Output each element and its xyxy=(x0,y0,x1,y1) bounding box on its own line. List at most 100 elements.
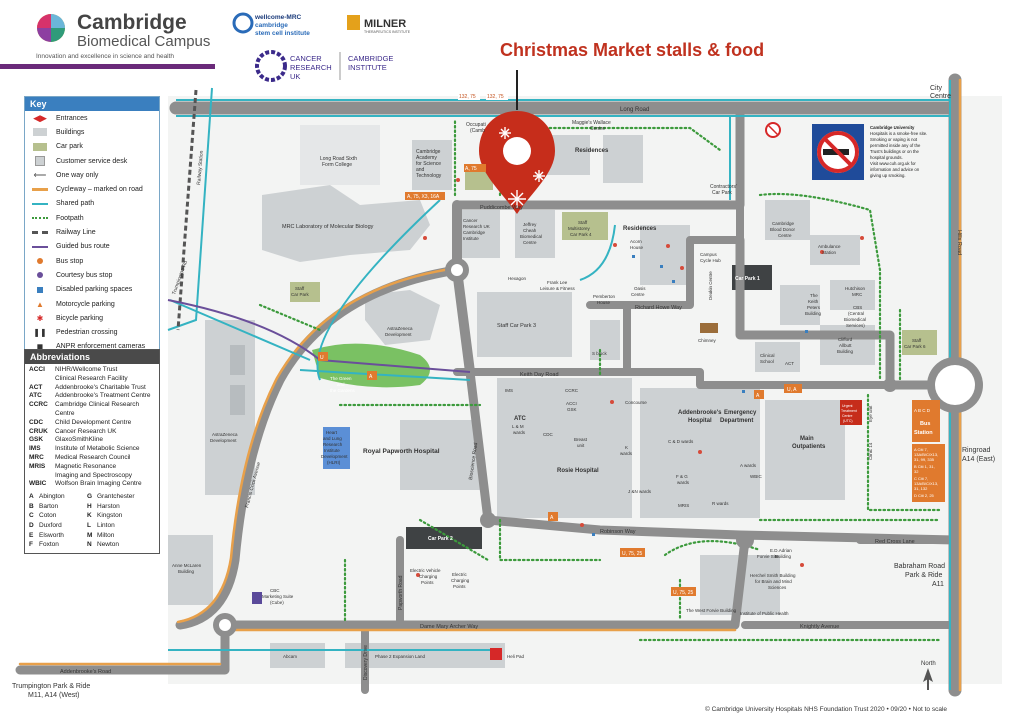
long-road-sixth-form xyxy=(300,125,380,185)
milner-name: MILNER xyxy=(364,18,406,30)
label-residences: Residences xyxy=(575,148,609,154)
destination-name: Abington xyxy=(39,493,65,501)
destination-letter: D xyxy=(29,521,34,529)
label-k-wards-2: wards xyxy=(620,451,633,456)
label-ringroad-2: A14 (East) xyxy=(962,456,995,463)
label-long-road-sixth-1: Long Road Sixth xyxy=(320,156,357,162)
label-keith-day-road: Keith Day Road xyxy=(520,372,559,378)
label-oasis-1: Oasis xyxy=(634,286,646,291)
label-jeffrey-1: Jeffrey xyxy=(523,222,537,227)
label-main-outpatients-1: Main xyxy=(800,436,814,442)
label-contractors-2: Car Park xyxy=(712,190,732,196)
label-red-cross-lane: Red Cross Lane xyxy=(875,539,915,545)
key-title: Key xyxy=(25,97,159,111)
bus-station-info xyxy=(912,444,945,502)
abbreviation-code: ACT xyxy=(29,383,43,391)
key-symbol-icon: ✱ xyxy=(36,313,44,323)
smoke-line-2: Hospitals is a smoke-free site. xyxy=(870,131,927,136)
key-symbol-icon: ❚❚ xyxy=(33,328,47,338)
disabled-parking-markers xyxy=(592,255,808,536)
key-symbol-icon xyxy=(29,242,51,252)
label-staff-cp6-2: Car Park 6 xyxy=(904,344,926,349)
label-lm-wards-2: wards xyxy=(513,430,526,435)
destination-name: Grantchester xyxy=(97,493,135,501)
north-label: North xyxy=(921,661,936,667)
campus-name-2: Biomedical Campus xyxy=(77,33,210,50)
footpath-layer xyxy=(258,118,942,642)
label-west-forvie: The West Forvie Building xyxy=(686,608,737,613)
label-heart-1: Heart xyxy=(326,430,338,435)
key-item: Cycleway – marked on road xyxy=(25,182,159,196)
cruk-name-1: CANCER xyxy=(290,54,322,63)
label-addenbrookes-1: Addenbrooke's xyxy=(678,410,722,416)
campus-tagline: Innovation and excellence in science and… xyxy=(36,53,174,60)
abbreviation-code: WBIC xyxy=(29,480,47,488)
key-symbol-icon xyxy=(29,156,51,167)
label-breast-2: unit xyxy=(577,443,585,448)
label-clifford-2: Allbutt xyxy=(839,343,852,348)
label-bus-info-2: 13A/B/C/X13, xyxy=(914,452,938,457)
destination-letter: N xyxy=(87,541,92,549)
bus-stop-a75: A, 75, X3, 16A xyxy=(407,194,440,200)
label-r-wards: R wards xyxy=(712,501,729,506)
label-addenbrookes-road: Addenbrooke's Road xyxy=(60,669,111,675)
label-ev-2: Charging xyxy=(419,574,438,579)
label-staff-car-park-2: Car Park xyxy=(291,292,310,297)
label-heart-4: Institute xyxy=(324,448,340,453)
label-clinical-2: School xyxy=(760,359,774,364)
label-heart-2: and Lung xyxy=(323,436,342,441)
key-label: Car park xyxy=(56,143,83,151)
car-park-2 xyxy=(406,527,482,549)
campus-name-1: Cambridge xyxy=(77,11,187,34)
abbreviation-code: CRUK xyxy=(29,427,48,435)
key-label: Cycleway – marked on road xyxy=(56,186,143,194)
label-puddicombe-way: Puddicombe Way xyxy=(480,205,523,211)
label-blood-2: Blood Donor xyxy=(770,227,796,232)
label-herchel-2: for Brain and Mind xyxy=(755,579,792,584)
key-label: Buildings xyxy=(56,128,85,136)
label-chimney: Chimney xyxy=(698,338,717,343)
label-emergency-1: Emergency xyxy=(724,410,757,416)
key-item: ❚❚ Pedestrian crossing xyxy=(25,325,159,339)
label-oasis-2: Centre xyxy=(631,292,645,297)
label-keith-peters-3: Peters xyxy=(807,305,821,310)
cruk-name-3: UK xyxy=(290,72,300,81)
abbreviation-code: MRIS xyxy=(29,462,46,470)
bus-stop-u: U xyxy=(320,355,324,361)
royal-papworth xyxy=(400,420,480,490)
label-a-wards: A wards xyxy=(740,463,757,468)
key-item: Buildings xyxy=(25,125,159,139)
label-ev-1: Electric Vehicle xyxy=(410,568,441,573)
wellcome-logo-icon xyxy=(232,12,254,34)
label-staff-cp6-1: Staff xyxy=(912,338,922,343)
label-babraham-3: A11 xyxy=(932,581,944,588)
abbreviation-text: Institute of Metabolic Science xyxy=(55,445,140,453)
label-breast-1: Breast xyxy=(574,437,588,442)
key-symbol-icon: ◀▶ xyxy=(33,112,47,123)
anne-mclaren-building xyxy=(168,535,213,605)
label-ev-3: Points xyxy=(421,580,434,585)
guided-bus-route xyxy=(167,299,471,373)
bus-stop-top-2: 132, 75 xyxy=(487,94,504,100)
label-rosie: Rosie Hospital xyxy=(557,468,599,474)
abbreviation-code: CCRC xyxy=(29,401,48,409)
label-cbc-1: CBC xyxy=(270,588,280,593)
label-jeffrey-2: Cheah xyxy=(523,228,537,233)
abbreviation-code: ACCI xyxy=(29,366,45,373)
key-item: ◼ANPR enforcement cameras xyxy=(25,340,159,354)
cbc-cube-icon xyxy=(252,592,262,604)
label-academy-3: for Science xyxy=(416,161,441,167)
label-occupational-1: Occupati xyxy=(466,122,486,128)
label-bus-info-3: 31, 99, 335 xyxy=(914,457,935,462)
roads-layer xyxy=(15,73,962,697)
key-symbol-icon: ◼ xyxy=(36,342,44,352)
label-academy-1: Cambridge xyxy=(416,149,441,155)
key-label: Pedestrian crossing xyxy=(56,329,118,337)
abbreviation-text: Clinical Research Facility xyxy=(55,374,128,382)
label-staff-mscp-3: Car Park 4 xyxy=(570,232,592,237)
abbreviation-code xyxy=(29,375,55,384)
